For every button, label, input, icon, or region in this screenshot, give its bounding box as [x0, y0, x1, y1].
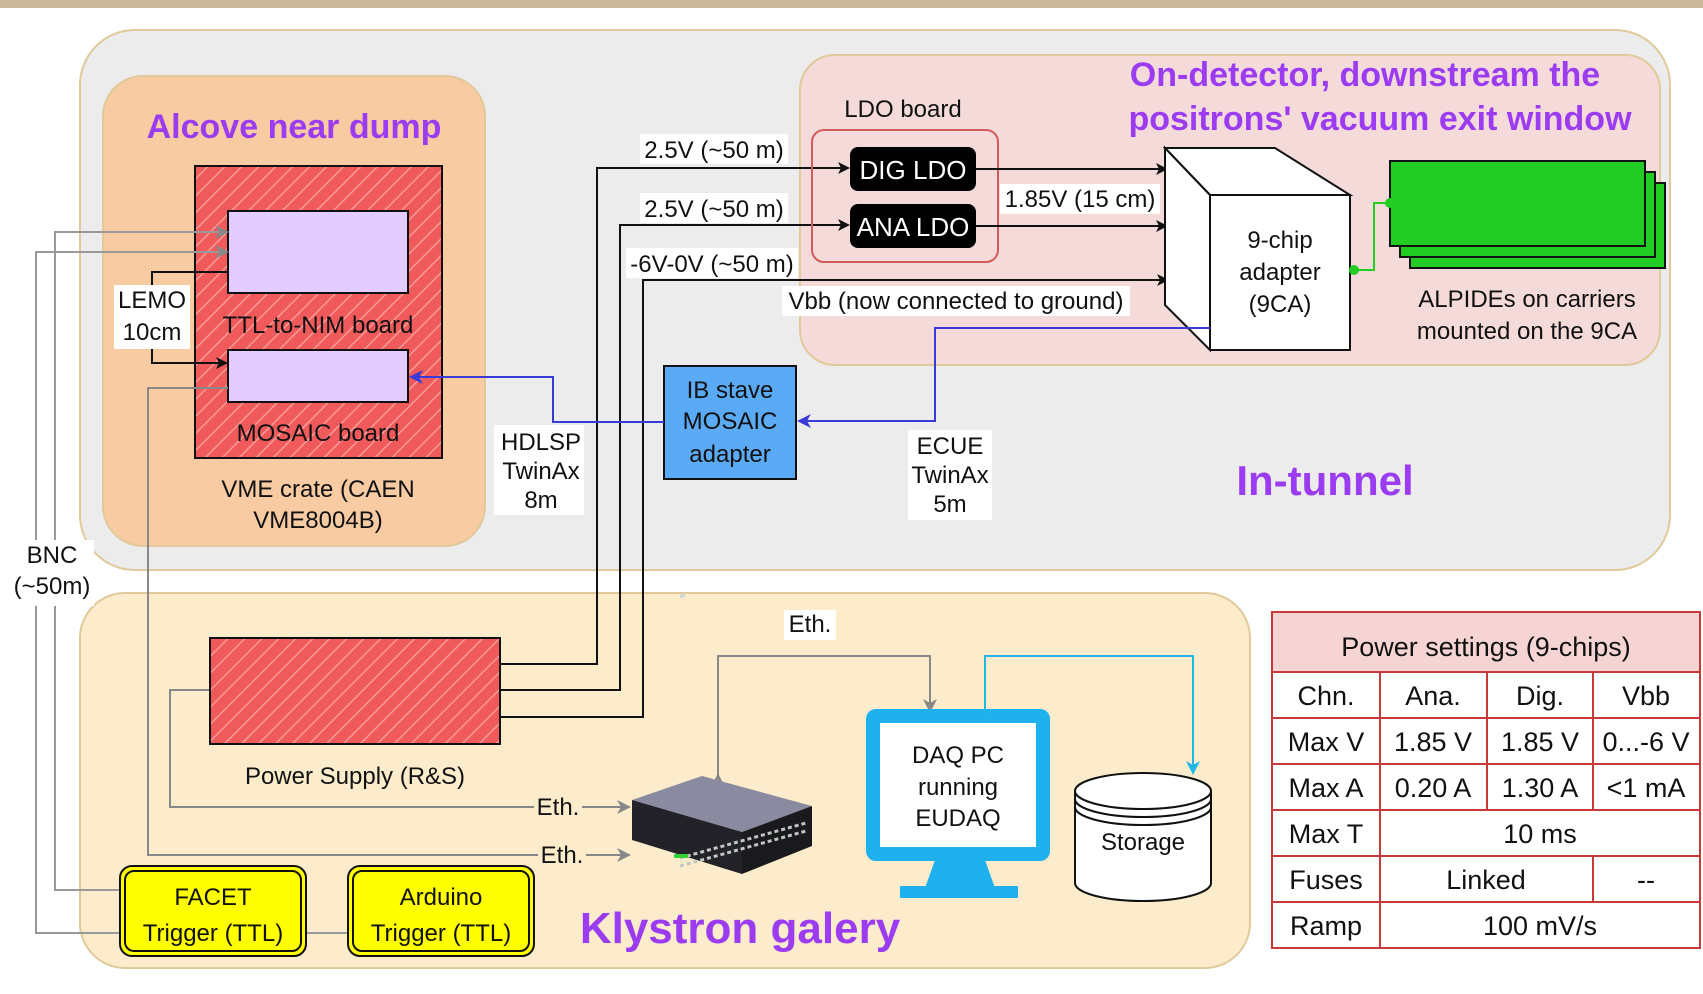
ana-ldo [850, 204, 976, 248]
table-cell: 1.85 V [1501, 727, 1579, 757]
power-supply [209, 637, 501, 745]
klystron-title: Klystron galery [580, 904, 901, 953]
arduino-trigger-line1: Arduino [400, 884, 483, 911]
ib-stave-label-line1: IB stave [687, 377, 774, 404]
table-cell: 1.30 A [1502, 773, 1579, 803]
dig-supply-cable [500, 162, 850, 665]
alpide-connection [1354, 202, 1390, 271]
facet-trigger [119, 865, 307, 957]
table-header-vbb: Vbb [1622, 681, 1670, 711]
arduino-trigger-line2: Trigger (TTL) [371, 920, 511, 947]
arduino-trigger [347, 865, 535, 957]
facet-trigger-line2: Trigger (TTL) [143, 920, 283, 947]
ana-ldo-label: ANA LDO [857, 212, 970, 242]
daq-pc-monitor [866, 709, 1050, 861]
bnc-label-line2: (~50m) [14, 573, 91, 600]
adapter-label-line1: 9-chip [1247, 227, 1312, 254]
mosaic-label: MOSAIC board [237, 420, 400, 447]
table-cell: 10 ms [1503, 819, 1577, 849]
table-cell: Max A [1288, 773, 1363, 803]
ana-supply-label: 2.5V (~50 m) [644, 196, 783, 223]
ecue-label-line3: 5m [933, 491, 966, 518]
alpide-connector-a [1349, 265, 1359, 275]
table-cell: Linked [1446, 865, 1526, 895]
eth-label-top: Eth. [789, 611, 832, 638]
ib-stave-label-line3: adapter [689, 441, 770, 468]
on-detector-title-line1: On-detector, downstream the [1130, 56, 1600, 94]
mosaic-board [227, 349, 409, 403]
facet-trigger-line1: FACET [174, 884, 252, 911]
on-detector-title-line2: positrons' vacuum exit window [1128, 100, 1632, 138]
alcove-title: Alcove near dump [147, 108, 442, 146]
power-supply-label: Power Supply (R&S) [245, 763, 465, 790]
lemo-label-line1: LEMO [118, 287, 186, 314]
hdlsp-cable [409, 370, 664, 423]
dig-ldo [850, 147, 976, 191]
ib-stave-label-line2: MOSAIC [683, 408, 778, 435]
table-cell: 0...-6 V [1602, 727, 1689, 757]
hdlsp-label-line2: TwinAx [502, 458, 579, 485]
ldo-board [811, 129, 999, 263]
bnc-label-line1: BNC [27, 542, 78, 569]
ttl-to-nim-board [227, 210, 409, 294]
table-header-ana: Ana. [1405, 681, 1461, 711]
ttl-to-nim-label: TTL-to-NIM board [223, 312, 414, 339]
vme-crate-label-line1: VME crate (CAEN [221, 476, 414, 503]
table-cell: Max T [1289, 819, 1364, 849]
hdlsp-label-line3: 8m [524, 487, 557, 514]
eth-cable-daq [711, 655, 937, 787]
alpide-label-line1: ALPIDEs on carriers [1418, 286, 1635, 313]
ana-supply-cable [500, 219, 850, 691]
network-switch-icon [632, 592, 812, 874]
alpide-label-line2: mounted on the 9CA [1417, 318, 1637, 345]
table-cell: <1 mA [1607, 773, 1686, 803]
eth-cable-psu [169, 689, 631, 814]
vme-crate-label-line2: VME8004B) [253, 507, 382, 534]
dig-supply-label: 2.5V (~50 m) [644, 137, 783, 164]
daq-pc-label-line3: EUDAQ [915, 805, 1000, 832]
daq-pc-label-line2: running [918, 774, 998, 801]
table-cell: Ramp [1290, 911, 1362, 941]
adapter-9ca [1209, 194, 1351, 351]
ib-stave-adapter [663, 365, 797, 480]
storage-label: Storage [1101, 829, 1185, 856]
ldo-board-label: LDO board [844, 96, 961, 123]
alpide-connector-b [1385, 198, 1395, 208]
table-cell: 1.85 V [1394, 727, 1472, 757]
power-table-title: Power settings (9-chips) [1341, 632, 1631, 662]
hdlsp-label-line1: HDLSP [501, 429, 581, 456]
daq-pc-label-line1: DAQ PC [912, 742, 1004, 769]
eth-label-2: Eth. [541, 842, 584, 869]
ldo-out-label: 1.85V (15 cm) [1005, 186, 1156, 213]
lemo-label-line2: 10cm [123, 319, 182, 346]
daq-pc-stand [925, 860, 995, 888]
power-settings-table: Power settings (9-chips) Chn. Ana. Dig. … [1271, 611, 1701, 949]
storage-icon [1074, 772, 1212, 902]
storage-cable [984, 655, 1200, 775]
ecue-cable [797, 327, 1210, 428]
adapter-label-line2: adapter [1239, 259, 1320, 286]
ecue-label-line1: ECUE [917, 433, 984, 460]
table-cell: -- [1637, 865, 1655, 895]
adapter-label-line3: (9CA) [1249, 291, 1312, 318]
table-header-chn: Chn. [1297, 681, 1354, 711]
table-cell: 0.20 A [1395, 773, 1472, 803]
eth-label-1: Eth. [537, 794, 580, 821]
bias-supply-cable [500, 274, 1169, 718]
bias-supply-label: -6V-0V (~50 m) [630, 251, 793, 278]
vbb-label: Vbb (now connected to ground) [789, 288, 1124, 315]
dig-ldo-label: DIG LDO [860, 155, 967, 185]
alpide-carrier-front [1389, 160, 1646, 247]
table-cell: Max V [1288, 727, 1365, 757]
ecue-label-line2: TwinAx [911, 462, 988, 489]
table-cell: 100 mV/s [1483, 911, 1597, 941]
daq-pc-base [900, 886, 1018, 898]
table-header-dig: Dig. [1516, 681, 1564, 711]
table-cell: Fuses [1289, 865, 1363, 895]
in-tunnel-title: In-tunnel [1236, 457, 1413, 504]
eth-cable-mosaic [147, 387, 631, 862]
